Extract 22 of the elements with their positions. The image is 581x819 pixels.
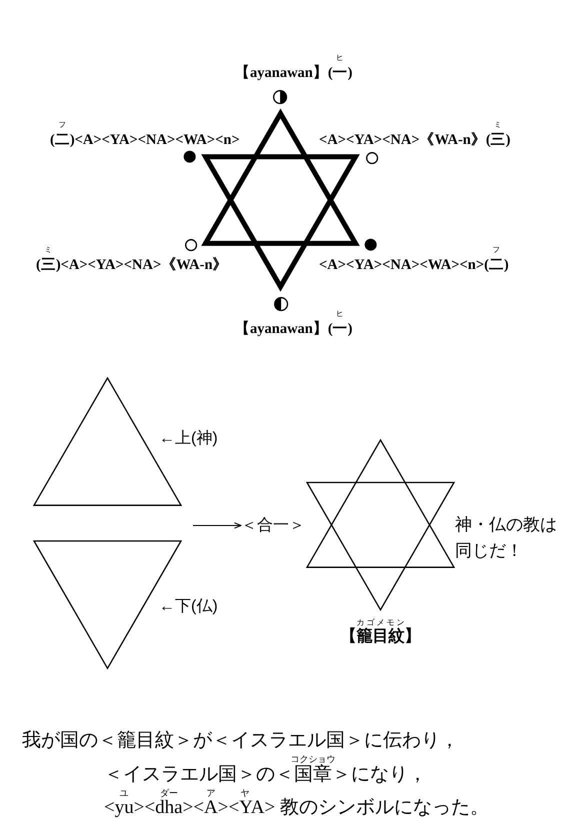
note-text: 神・仏の教は同じだ！ [455, 514, 557, 562]
text-line: ＜イスラエル国＞の＜国章＞になり， [104, 764, 427, 786]
furigana: カゴメモン [356, 618, 404, 626]
furigana: コクショウ [290, 754, 336, 764]
vertex-label: (二)<A><YA><NA><WA><n> [50, 132, 240, 149]
furigana: ア [206, 788, 216, 798]
pointer-label: ←上(神) [159, 428, 218, 448]
vertex-label: <A><YA><NA>《WA-n》(三) [319, 132, 511, 149]
furigana: ダー [160, 788, 178, 798]
vertex-label: <A><YA><NA><WA><n>(二) [319, 256, 509, 274]
term-label: ＜合一＞ [241, 516, 305, 536]
text-line: <yu><dha><A><YA> 教のシンボルになった。 [104, 796, 489, 819]
vertex-label: 【ayanawan】(一) [235, 320, 353, 338]
arrow [193, 522, 242, 529]
pointer-label: ←下(仏) [159, 596, 218, 616]
star-caption: 【籠目紋】 [340, 626, 420, 646]
vertex-label: 【ayanawan】(一) [235, 64, 353, 82]
text-line: 我が国の＜籠目紋＞が＜イスラエル国＞に伝わり， [22, 730, 459, 752]
furigana: ユ [120, 788, 129, 798]
vertex-label: (三)<A><YA><NA>《WA-n》 [36, 256, 228, 274]
hexagram [304, 436, 457, 612]
furigana: ヤ [240, 788, 250, 798]
